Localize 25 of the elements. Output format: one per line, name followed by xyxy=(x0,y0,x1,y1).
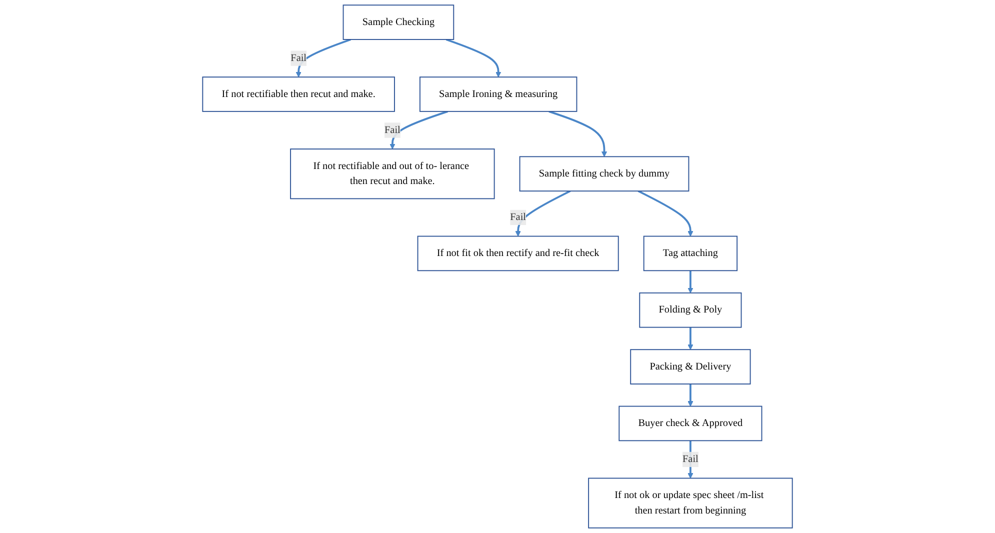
node-box: If not rectifiable and out of to- lerance then recut and make. xyxy=(290,148,495,200)
node-box: Sample fitting check by dummy xyxy=(519,156,690,192)
arrow xyxy=(688,384,694,407)
edge-label: Fail xyxy=(682,454,698,465)
edge-label: Fail xyxy=(510,212,526,223)
node-box: Packing & Delivery xyxy=(630,349,751,384)
node-box: If not fit ok then rectify and re-fit check xyxy=(417,236,619,272)
arrow xyxy=(688,327,694,350)
node-box: Tag attaching xyxy=(643,236,738,272)
arrow xyxy=(688,270,694,294)
arrow xyxy=(296,38,352,78)
arrow xyxy=(515,190,571,236)
arrow xyxy=(638,190,694,236)
node-box: Buyer check & Approved xyxy=(618,406,762,442)
node-box: Sample Ironing & measuring xyxy=(419,76,578,112)
node-box: If not rectifiable then recut and make. xyxy=(202,76,395,112)
node-box: Sample Checking xyxy=(342,4,454,40)
edge-label: Fail xyxy=(384,124,400,136)
arrow xyxy=(390,110,448,150)
arrow xyxy=(688,440,694,478)
arrow xyxy=(548,110,608,157)
node-box: If not ok or update spec sheet /m-list then restart from beginning xyxy=(588,478,793,528)
edge-label: Fail xyxy=(290,52,306,64)
node-box: Folding & Poly xyxy=(639,292,742,328)
arrow xyxy=(446,38,502,78)
